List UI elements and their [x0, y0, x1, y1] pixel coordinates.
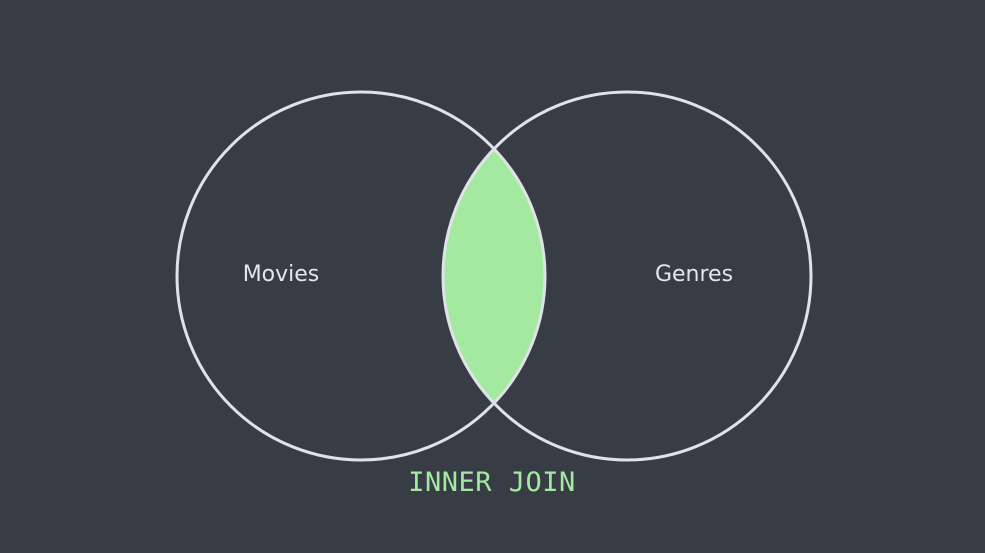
intersection-region — [444, 150, 544, 402]
left-set-circle — [175, 90, 547, 462]
right-set-label: Genres — [655, 262, 733, 287]
left-set-label: Movies — [243, 262, 320, 287]
right-set-circle — [441, 90, 813, 462]
join-type-caption: INNER JOIN — [408, 467, 576, 498]
